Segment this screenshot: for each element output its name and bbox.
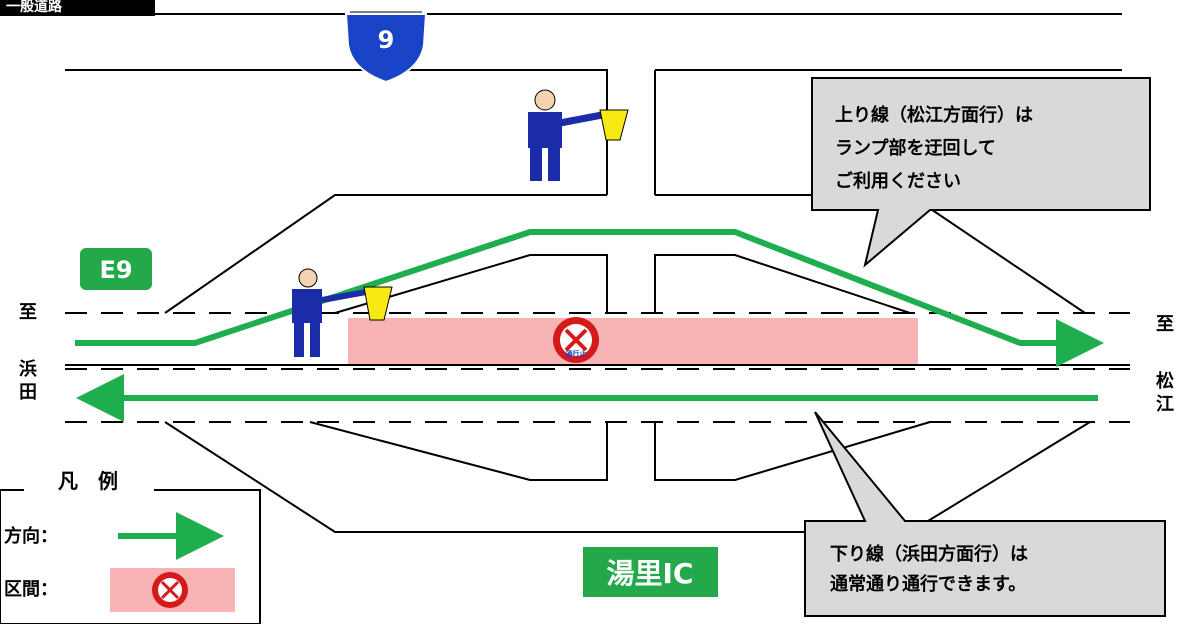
expressway-badge <box>80 248 152 290</box>
road-outlines <box>65 69 1122 533</box>
right-dest-matsue-2: 江 <box>1156 394 1174 415</box>
left-dest-hamada-2: 田 <box>19 382 37 403</box>
header-tab-label: 一般道路 <box>6 0 63 15</box>
flag-worker-top <box>528 89 629 181</box>
no-entry-label: 通行止 <box>566 349 587 358</box>
right-dest-matsue-1: 松 <box>1156 370 1174 392</box>
detour-arrow <box>75 229 1104 367</box>
ic-label: 湯里IC <box>607 557 694 590</box>
legend: 凡 例 方向： 区間： <box>0 469 261 624</box>
right-dest-to: 至 <box>1156 314 1174 335</box>
flag-worker-mainline <box>292 268 393 357</box>
callout-lower-line1: 下り線（浜田方面行）は <box>830 543 1028 565</box>
legend-title: 凡 例 <box>58 469 118 493</box>
route-number: 9 <box>378 26 395 54</box>
legend-direction-label: 方向： <box>4 525 58 547</box>
ic-label-box <box>583 547 718 597</box>
mainline <box>65 312 1130 423</box>
legend-section-label: 区間： <box>4 579 58 600</box>
callout-upper: 上り線（松江方面行）は ランプ部を迂回して ご利用ください <box>811 77 1151 268</box>
callout-lower-line2: 通常通り通行できます。 <box>830 573 1026 595</box>
callout-upper-line2: ランプ部を迂回して <box>835 137 996 159</box>
route-shield: 9 <box>344 11 428 84</box>
header-tab <box>0 0 155 16</box>
callout-upper-line3: ご利用ください <box>835 170 961 192</box>
closed-section <box>348 318 918 364</box>
callout-upper-line1: 上り線（松江方面行）は <box>835 104 1033 126</box>
left-dest-hamada-1: 浜 <box>19 359 37 380</box>
no-entry-sign: 通行止 <box>553 317 599 363</box>
left-dest-to: 至 <box>19 302 37 323</box>
expressway-badge-label: E9 <box>99 256 132 284</box>
callout-lower: 下り線（浜田方面行）は 通常通り通行できます。 <box>804 411 1166 617</box>
